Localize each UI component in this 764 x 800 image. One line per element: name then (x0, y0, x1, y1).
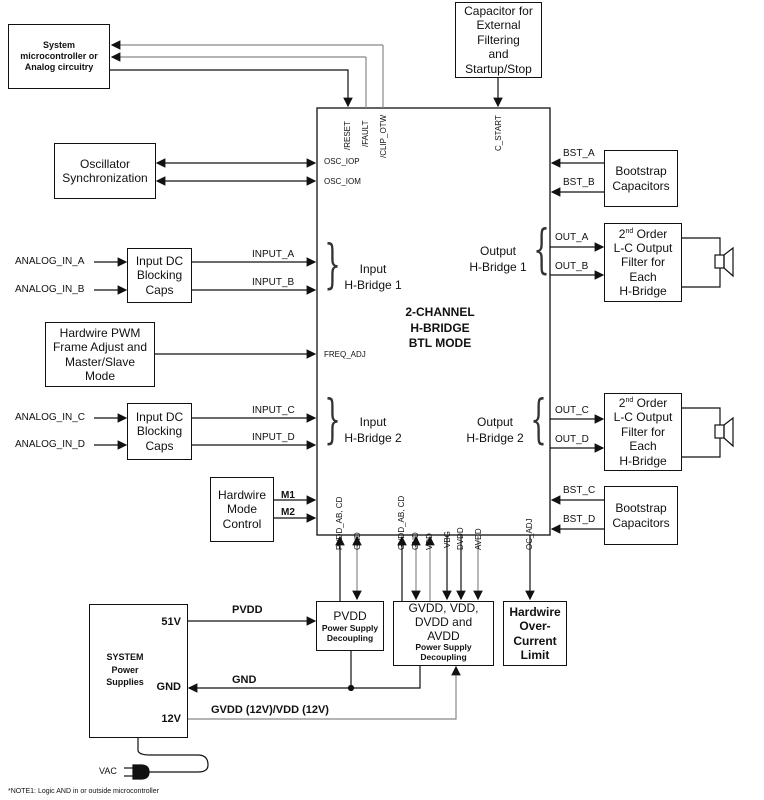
pin-clip-otw: /CLIP_OTW (379, 114, 388, 158)
wire-vac (137, 737, 209, 773)
label-pvdd: PVDD (232, 604, 263, 616)
brace-output-2: { (530, 390, 547, 450)
label-analog-in-a: ANALOG_IN_A (15, 256, 85, 267)
pvdd-decoupling-block: PVDD Power Supply Decoupling (316, 601, 384, 651)
chip-outline (316, 107, 551, 536)
brace-output-1: { (533, 220, 550, 280)
pin-osc-iom: OSC_IOM (324, 177, 361, 186)
wire-spk1b (682, 268, 721, 288)
label-input-c: INPUT_C (252, 405, 295, 416)
wire-spk2 (682, 407, 721, 425)
label-out-d: OUT_D (555, 434, 589, 445)
pin-oc-adj: OC_ADJ (525, 518, 534, 550)
speaker-1-body (714, 254, 725, 269)
wire-reset (110, 69, 353, 108)
pin-avdd: AVDD (474, 528, 483, 550)
label-input-d: INPUT_D (252, 432, 295, 443)
label-analog-in-c: ANALOG_IN_C (15, 412, 86, 423)
wire-gnd-return (187, 665, 421, 693)
label-out-c: OUT_C (555, 405, 589, 416)
label-input-a: INPUT_A (252, 249, 295, 260)
label-bst-a: BST_A (563, 148, 595, 159)
label-analog-in-d: ANALOG_IN_D (15, 439, 86, 450)
label-analog-in-b: ANALOG_IN_B (15, 284, 85, 295)
label-bst-b: BST_B (563, 177, 595, 188)
label-vac: VAC (99, 766, 117, 776)
label-m1: M1 (281, 490, 295, 501)
speaker-2-cone (723, 416, 734, 448)
pin-pvdd-ab-cd: PVDD_AB, CD (335, 496, 344, 550)
wire-spk1 (682, 237, 721, 255)
pin-vdd: VDD (425, 533, 434, 550)
pin-gnd-2: GND (411, 532, 420, 550)
osc-sync-block: Oscillator Synchronization (54, 143, 156, 199)
pin-dvdd: DVDD (456, 527, 465, 550)
brace-input-1: } (324, 235, 341, 295)
wire-12v (187, 665, 461, 720)
pin-gvdd-ab-cd: GVDD_AB, CD (397, 495, 406, 550)
pin-c-start: C_START (494, 115, 503, 151)
footnote: *NOTE1: Logic AND in or outside microcon… (8, 788, 159, 795)
label-out-a: OUT_A (555, 232, 589, 243)
psu-gnd-label: GND (156, 681, 181, 693)
pin-osc-iop: OSC_IOP (324, 157, 360, 166)
label-gnd: GND (232, 674, 257, 686)
pin-gnd-1: GND (353, 532, 362, 550)
pin-freq-adj: FREQ_ADJ (324, 350, 366, 359)
pin-reset: /RESET (343, 121, 352, 150)
junction-dot (347, 684, 355, 692)
label-gvdd-vdd: GVDD (12V)/VDD (12V) (211, 704, 329, 716)
pin-vbg: VBG (443, 531, 452, 548)
psu-12v-label: 12V (161, 713, 181, 725)
pin-fault: /FAULT (361, 120, 370, 147)
label-input-b: INPUT_B (252, 277, 295, 288)
label-bst-d: BST_D (563, 514, 596, 525)
brace-input-2: } (324, 390, 341, 450)
mcu-block: System microcontroller or Analog circuit… (8, 24, 110, 89)
psu-51v-label: 51V (161, 616, 181, 628)
label-m2: M2 (281, 507, 295, 518)
vac-plug (132, 764, 150, 780)
speaker-1-cone (723, 246, 734, 278)
label-bst-c: BST_C (563, 485, 596, 496)
wire-spk2b (682, 438, 721, 458)
label-out-b: OUT_B (555, 261, 589, 272)
speaker-2-body (714, 424, 725, 439)
